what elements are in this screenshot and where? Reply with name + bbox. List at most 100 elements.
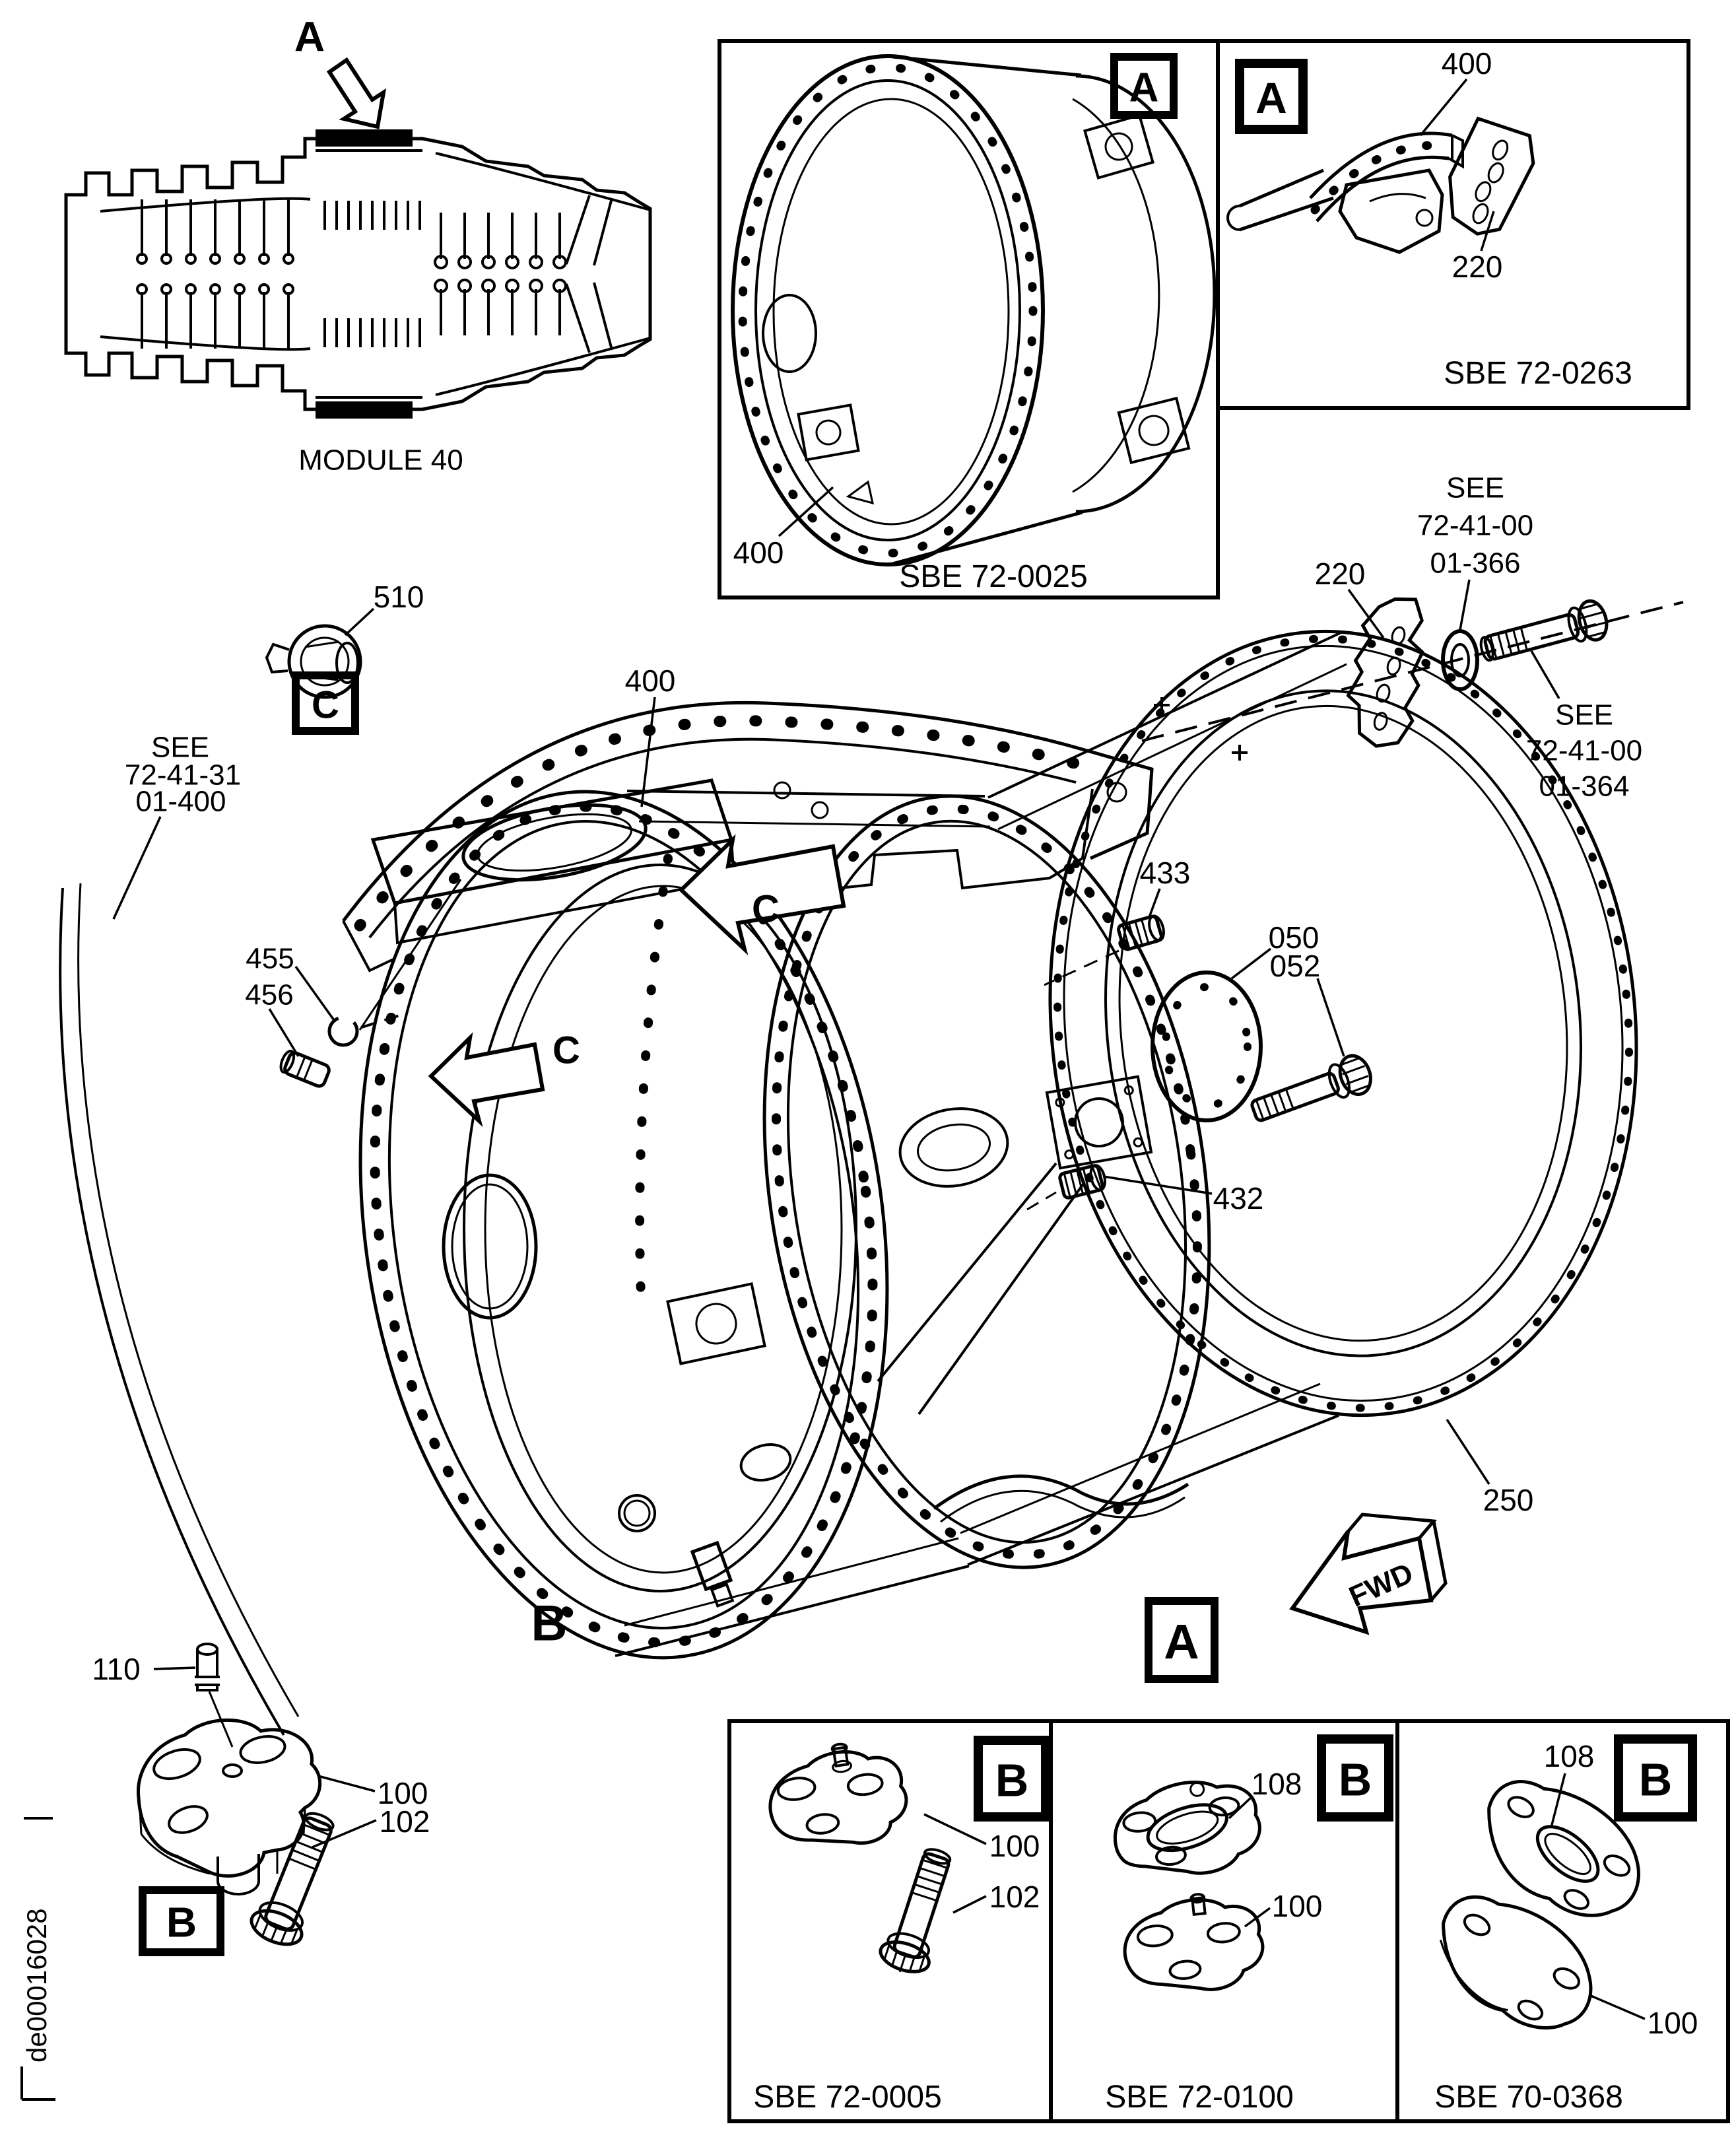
detail-b-left: 110 100 102 B xyxy=(92,1643,430,1956)
leader-400-0025 xyxy=(778,486,834,537)
figure-code-0100: SBE 72-0100 xyxy=(1105,2080,1294,2115)
bracket-segment-art xyxy=(1226,116,1535,254)
callout-108-0100: 108 xyxy=(1252,1767,1302,1801)
c-arrow-upper xyxy=(678,834,846,956)
panel-sbe-70-0368: B 108 100 SBE 70-0368 xyxy=(1395,1719,1730,2123)
marker-letter-c: C xyxy=(312,683,339,726)
retainer-plate-220 xyxy=(1448,116,1535,236)
leader-220-0263 xyxy=(1480,211,1495,252)
callout-100-0100: 100 xyxy=(1272,1889,1323,1923)
callout-100-left: 100 xyxy=(378,1776,428,1810)
leader-400-0263 xyxy=(1419,78,1468,137)
callout-433: 433 xyxy=(1140,856,1191,890)
callout-052: 052 xyxy=(1270,949,1321,983)
compressor-vanes-top xyxy=(136,195,613,269)
ref-01-364-l2: 72-41-00 xyxy=(1526,734,1642,767)
figure-code-0263: SBE 72-0263 xyxy=(1444,356,1632,391)
flange-highlight-top xyxy=(316,129,413,147)
callout-432: 432 xyxy=(1213,1181,1264,1215)
part-052-bolt xyxy=(1250,1054,1372,1122)
part-100-clevis xyxy=(136,1719,322,1895)
callout-400-main: 400 xyxy=(625,664,676,698)
marker-box-b-0005 xyxy=(974,1736,1050,1822)
part-bolt xyxy=(1479,599,1609,662)
callout-250: 250 xyxy=(1483,1483,1534,1517)
clip-at-b xyxy=(690,1540,735,1608)
ring-250 xyxy=(1048,629,1638,1417)
ref-ring-arc xyxy=(59,887,285,1736)
aft-case-flange xyxy=(762,794,1211,1569)
part-433-plug xyxy=(1117,914,1165,951)
detail-a-arrow xyxy=(326,57,387,129)
figure-code-0368: SBE 70-0368 xyxy=(1434,2080,1623,2115)
part-100-plate-0368 xyxy=(1439,1895,1593,2030)
arrow-label-c-upper: C xyxy=(752,887,780,930)
part-102-bolt xyxy=(250,1812,335,1946)
detail-marker-a-overview: A xyxy=(294,13,325,60)
part-456-pin xyxy=(279,1049,331,1088)
marker-letter-a-main: A xyxy=(1164,1614,1199,1669)
ref-72-41-31-l2: 72-41-31 xyxy=(125,759,241,791)
marker-box-a-main xyxy=(1145,1597,1219,1683)
callout-456: 456 xyxy=(245,978,293,1011)
callout-102-0005: 102 xyxy=(989,1880,1040,1914)
panel-sbe-72-0100: B 108 100 SBE 72-0100 xyxy=(1049,1719,1399,2123)
case-seam-holes xyxy=(635,854,673,1318)
callout-220-main: 220 xyxy=(1315,557,1366,591)
marker-letter-b-0368: B xyxy=(1639,1754,1673,1806)
module-caption: MODULE 40 xyxy=(298,444,463,476)
edge-registration-marks xyxy=(20,1817,55,2101)
part-washer xyxy=(1441,629,1479,691)
ref-01-366-l1: SEE xyxy=(1446,471,1504,504)
marker-letter-a-0263: A xyxy=(1255,73,1287,122)
marker-box-b-left xyxy=(139,1886,224,1956)
panel-sbe-72-0263: A 400 220 SBE 72-0263 xyxy=(1216,39,1690,410)
callout-455: 455 xyxy=(246,942,294,974)
part-220-retainer xyxy=(1346,597,1425,748)
rear-pad xyxy=(1045,1075,1153,1170)
case-front-opening xyxy=(463,864,857,1592)
callout-108-0368: 108 xyxy=(1544,1739,1595,1773)
part-455-ring xyxy=(327,1015,359,1047)
callout-510: 510 xyxy=(374,580,424,614)
part-102-bolt-0005 xyxy=(879,1848,952,1973)
main-exploded-view: C C FWD C A B 510 400 SEE 72-41-31 01-40… xyxy=(59,471,1684,1736)
callout-100-0368: 100 xyxy=(1648,2006,1698,2040)
ref-72-41-31-l3: 01-400 xyxy=(135,785,226,817)
callout-050: 050 xyxy=(1269,920,1319,955)
marker-box-a-0263 xyxy=(1235,59,1308,134)
figure-code-0005: SBE 72-0005 xyxy=(753,2080,942,2115)
callout-102-left: 102 xyxy=(380,1804,430,1839)
rear-shell-edges xyxy=(967,631,1342,1566)
marker-letter-b-0100: B xyxy=(1339,1754,1372,1806)
arrow-label-c-lower: C xyxy=(552,1029,580,1072)
callout-100-0005: 100 xyxy=(989,1829,1040,1863)
ref-01-366-l3: 01-366 xyxy=(1430,547,1520,579)
marker-letter-b-left: B xyxy=(166,1898,197,1946)
part-050-cover xyxy=(1151,971,1263,1122)
bracket-400-art xyxy=(342,700,1154,972)
forward-case-flange xyxy=(358,790,889,1660)
fwd-arrow: FWD xyxy=(1289,1513,1448,1635)
c-arrow-lower xyxy=(428,1032,545,1128)
callout-400-0263: 400 xyxy=(1442,46,1492,81)
marker-letter-b-main: B xyxy=(531,1596,568,1652)
ref-01-364-l3: 01-364 xyxy=(1539,770,1629,802)
compressor-vanes-bottom xyxy=(136,279,613,353)
case-shell-edges xyxy=(615,790,985,1657)
document-id: de00016028 xyxy=(21,1908,52,2063)
part-108-gasket-0100 xyxy=(1113,1781,1261,1875)
part-100-plate-0005 xyxy=(768,1742,908,1845)
engine-cross-section: A MODULE 40 xyxy=(64,13,652,476)
callout-400-0025: 400 xyxy=(733,535,784,570)
ref-01-364-l1: SEE xyxy=(1555,699,1613,731)
callout-220-0263: 220 xyxy=(1452,250,1503,284)
figure-code-0025: SBE 72-0025 xyxy=(899,559,1088,594)
panel-sbe-72-0005: B 100 102 SBE 72-0005 xyxy=(727,1719,1053,2123)
part-100-plate-0100 xyxy=(1123,1893,1265,1991)
callout-110: 110 xyxy=(92,1652,140,1686)
marker-box-c xyxy=(292,671,359,735)
part-110-pin xyxy=(195,1643,220,1691)
